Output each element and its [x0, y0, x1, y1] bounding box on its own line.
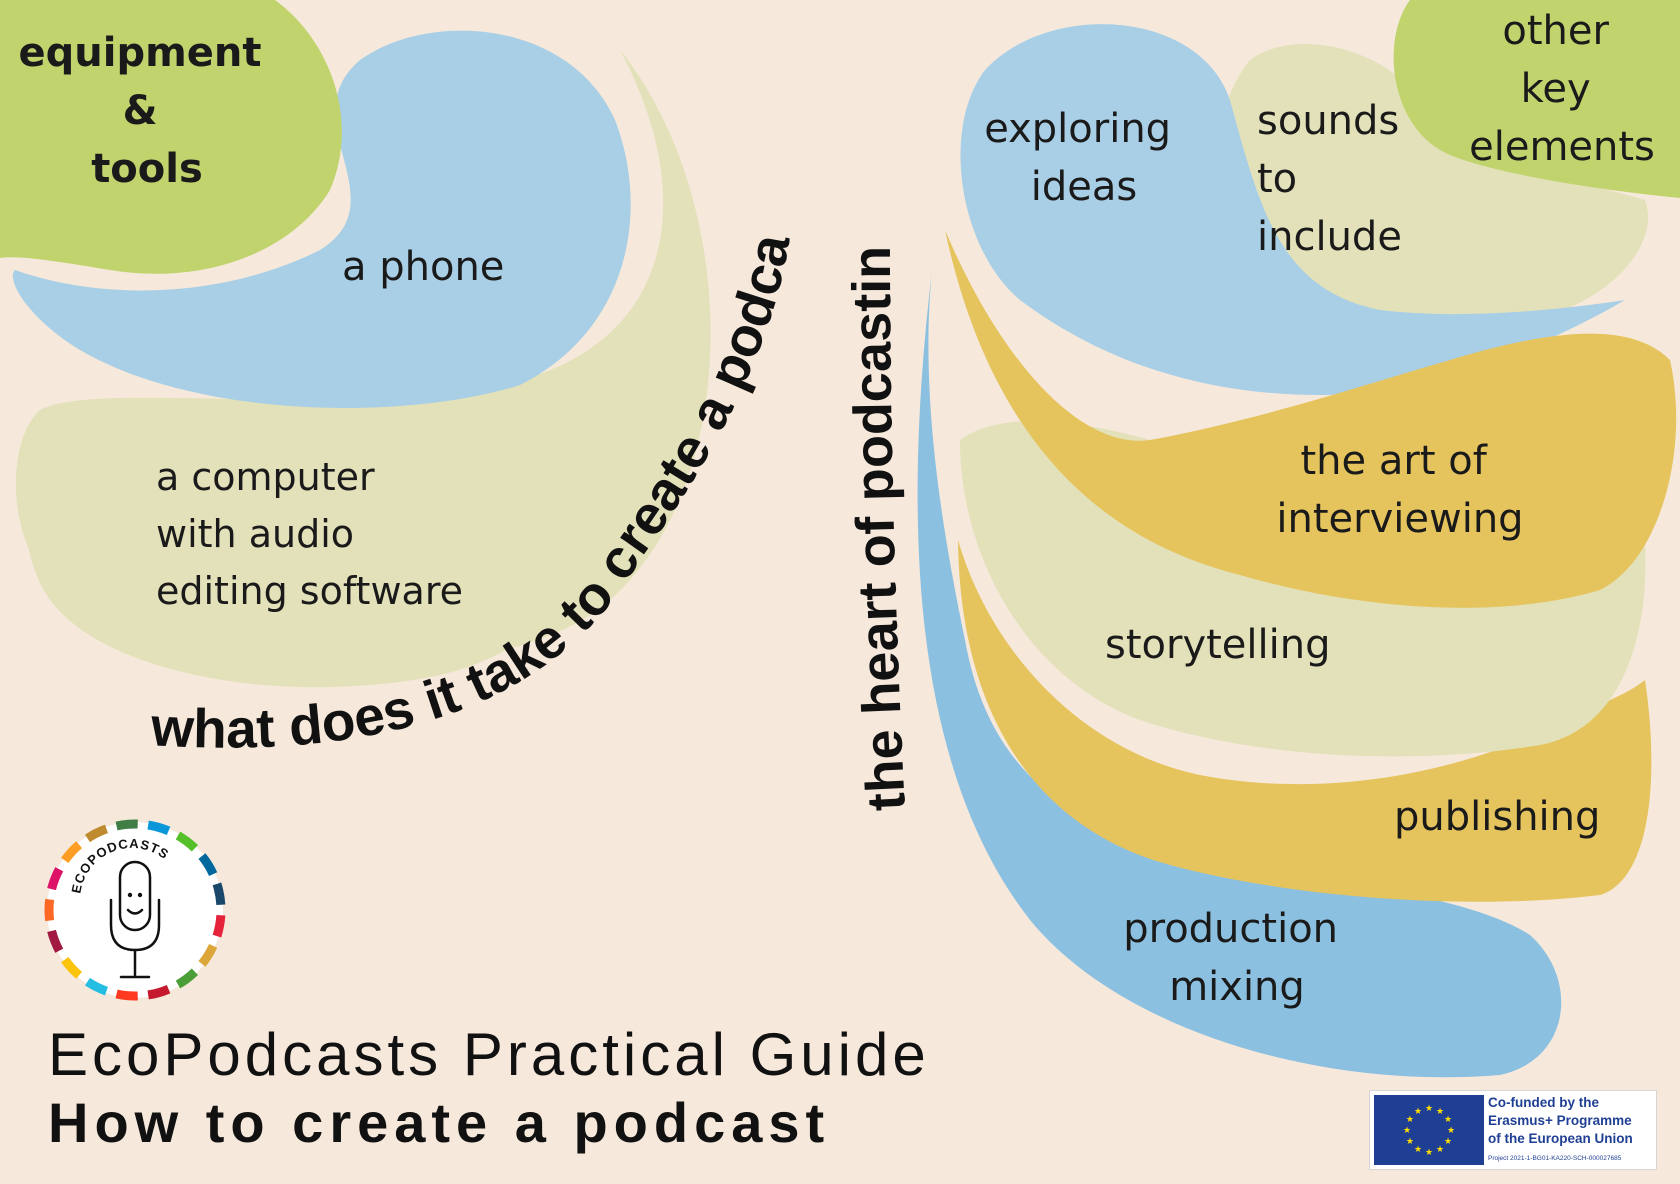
phone-label: a phone — [342, 244, 504, 290]
eu-star: ★ — [1414, 1107, 1422, 1117]
eu-star: ★ — [1436, 1107, 1444, 1117]
publishing-blob — [958, 540, 1652, 902]
guide-subtitle: How to create a podcast — [48, 1091, 831, 1154]
mic-capsule — [118, 860, 152, 932]
eu-project-code: Project 2021-1-BG01-KA220-SCH-000027685 — [1488, 1155, 1622, 1162]
logo-ring-segment — [61, 956, 83, 979]
logo-disc — [47, 822, 223, 998]
logo-ring-segment — [212, 882, 226, 906]
mic-eye-right — [137, 892, 143, 898]
eu-flag-icon: ★★★★★★★★★★★★ — [1374, 1095, 1484, 1165]
eu-star: ★ — [1414, 1145, 1422, 1155]
eu-star: ★ — [1425, 1104, 1433, 1114]
logo-ring-segment — [44, 898, 55, 922]
logo-ring-segment — [47, 867, 64, 891]
other-blob — [1393, 0, 1680, 198]
computer-label: a computer with audio editing software — [156, 455, 463, 613]
microphone-icon — [109, 860, 161, 979]
logo-ring-segment — [115, 819, 138, 831]
logo-ring-segment — [84, 977, 109, 996]
equipment-blob — [0, 0, 342, 274]
production-label: production mixing — [1123, 906, 1351, 1010]
eu-badge-text: Co-funded by the Erasmus+ Programme of t… — [1488, 1094, 1654, 1148]
eu-line-3: of the European Union — [1488, 1131, 1633, 1146]
interview-label: the art of interviewing — [1276, 438, 1523, 542]
eu-star: ★ — [1403, 1126, 1411, 1136]
eu-star: ★ — [1447, 1126, 1455, 1136]
phone-blob — [12, 30, 631, 408]
eu-star: ★ — [1444, 1137, 1452, 1147]
eu-star: ★ — [1406, 1115, 1414, 1125]
logo-ring-segment — [115, 989, 138, 1001]
sounds-label: sounds to include — [1257, 98, 1412, 260]
publishing-label: publishing — [1394, 794, 1600, 840]
eu-star: ★ — [1444, 1115, 1452, 1125]
exploring-label: exploring ideas — [984, 106, 1184, 210]
eu-stars-icon: ★★★★★★★★★★★★ — [1403, 1104, 1455, 1158]
sounds-blob — [1216, 44, 1649, 334]
eu-line-2: Erasmus+ Programme — [1488, 1113, 1632, 1128]
logo-ring-segment — [147, 984, 171, 1000]
logo-ring-segment — [198, 943, 218, 967]
logo-ring-segment — [84, 824, 109, 843]
exploring-blob — [960, 24, 1625, 395]
logo-ring-segment — [175, 831, 199, 852]
equipment-heading: equipment & tools — [19, 30, 276, 192]
eu-star: ★ — [1436, 1145, 1444, 1155]
eu-star: ★ — [1406, 1137, 1414, 1147]
logo-ring-segment — [212, 914, 226, 938]
interview-blob — [945, 230, 1677, 608]
eu-line-1: Co-funded by the — [1488, 1095, 1599, 1110]
logo-ring-segment — [198, 853, 218, 877]
logo-ring-segment — [147, 820, 171, 836]
logo-ring-segment — [47, 929, 64, 953]
production-swoosh — [917, 270, 1562, 1078]
other-label: other key elements — [1469, 8, 1655, 170]
mic-smile — [126, 908, 144, 915]
computer-blob — [24, 380, 625, 688]
logo-ring-segment — [175, 968, 199, 989]
guide-title: EcoPodcasts Practical Guide — [48, 1021, 930, 1088]
eu-cofunding-badge: ★★★★★★★★★★★★ Co-funded by the Erasmus+ P… — [1369, 1090, 1657, 1170]
eu-star: ★ — [1425, 1148, 1433, 1158]
logo-ring-segment — [61, 841, 83, 864]
logo-ring — [44, 819, 226, 1001]
ecopodcasts-logo: ECOPODCASTS — [44, 819, 226, 1001]
storytelling-label: storytelling — [1105, 622, 1331, 668]
mic-eye-left — [127, 892, 133, 898]
